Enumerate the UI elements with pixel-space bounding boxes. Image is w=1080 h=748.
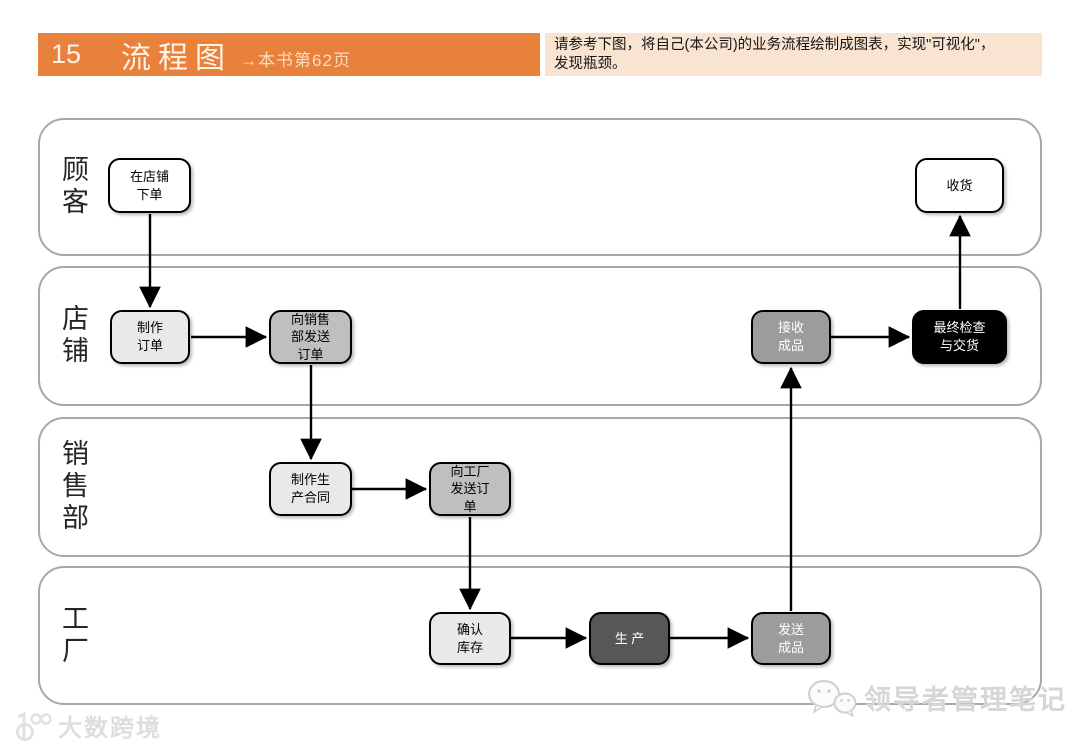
node-production: 生 产 [589,612,670,665]
node-create-contract: 制作生 产合同 [269,462,352,516]
lane-factory: 工厂 [38,566,1042,705]
instruction-note: 请参考下图，将自己(本公司)的业务流程绘制成图表，实现"可视化"， 发现瓶颈。 [545,33,1042,76]
page-title: 流程图 [121,41,233,75]
watermark-left-text: 大数跨境 [58,715,162,742]
node-order-at-shop: 在店铺 下单 [108,158,191,213]
node-confirm-stock: 确认 库存 [429,612,511,665]
watermark-right: 领导者管理笔记 [806,678,1067,717]
lane-label-sales: 销售部 [62,439,89,533]
node-receive-finished: 接收 成品 [751,310,831,364]
page-reference: →本书第62页 [240,51,351,70]
wechat-icon [808,679,857,717]
lane-sales: 销售部 [38,417,1042,557]
lane-label-shop: 店铺 [62,304,89,366]
node-send-finished: 发送 成品 [751,612,831,665]
lane-customer: 顾客 [38,118,1042,256]
node-send-order-to-sales: 向销售 部发送 订单 [269,310,352,364]
slide-header-bar: 15 流程图 →本书第62页 [38,33,540,76]
watermark-left: 大数跨境 [12,708,162,743]
lane-label-factory: 工厂 [62,603,89,666]
node-create-order: 制作 订单 [110,310,190,364]
lane-label-customer: 顾客 [62,155,89,217]
watermark-right-text: 领导者管理笔记 [864,685,1067,715]
section-number: 15 [51,39,82,69]
node-send-order-to-factory: 向工厂 发送订 单 [429,462,511,516]
dashu-100-logo-icon [16,711,52,741]
node-receive-goods: 收货 [915,158,1004,213]
node-final-check-deliver: 最终检查 与交货 [912,310,1007,364]
